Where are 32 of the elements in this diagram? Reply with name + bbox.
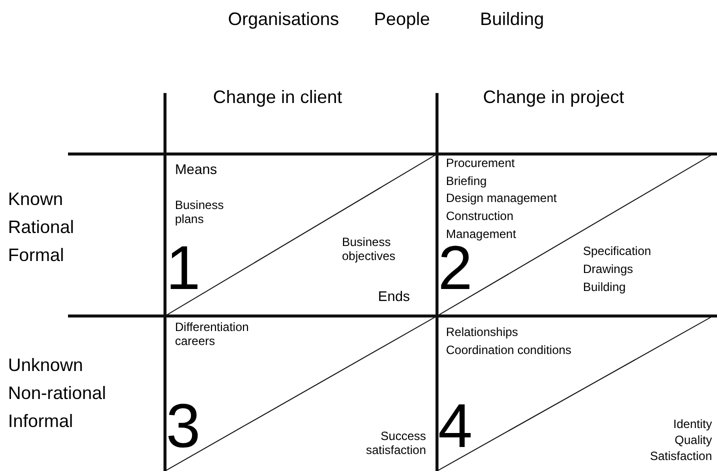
quadrant-number: 4 <box>438 396 472 458</box>
column-group-label: Building <box>480 9 544 30</box>
cell-text: Relationships <box>446 326 518 340</box>
cell-text: Identity <box>672 418 712 432</box>
cell-text: Specification <box>583 245 652 259</box>
quadrant-number: 3 <box>166 396 200 458</box>
column-header: Change in client <box>213 87 342 108</box>
cell-text: Quality <box>674 434 712 448</box>
cell-text: Business objectives <box>342 236 396 264</box>
row-header: Rational <box>8 217 74 238</box>
column-group-label: Organisations <box>228 9 340 30</box>
row-header: Informal <box>8 411 74 432</box>
row-header: Formal <box>8 245 64 266</box>
row-header: Non-rational <box>8 383 106 404</box>
cell-text: Ends <box>378 288 410 304</box>
cell-text: Building <box>583 281 626 295</box>
cell-text: Business plans <box>175 199 225 227</box>
cell-text: Construction <box>446 210 514 224</box>
cell-text: Satisfaction <box>648 450 712 464</box>
cell-text: Means <box>175 161 218 178</box>
cell-text: Briefing <box>446 175 487 189</box>
row-header: Known <box>8 189 64 210</box>
quadrant-number: 1 <box>166 238 200 300</box>
cell-text: Coordination conditions <box>446 344 572 358</box>
row-header: Unknown <box>8 355 84 376</box>
cell-text: Procurement <box>446 157 515 171</box>
cell-text: Differentiation careers <box>175 321 250 349</box>
cell-text: Success satisfaction <box>364 430 426 458</box>
cell-text: Drawings <box>583 263 634 277</box>
column-group-label: People <box>374 9 430 30</box>
cell-text: Design management <box>446 192 557 206</box>
column-header: Change in project <box>483 87 624 108</box>
